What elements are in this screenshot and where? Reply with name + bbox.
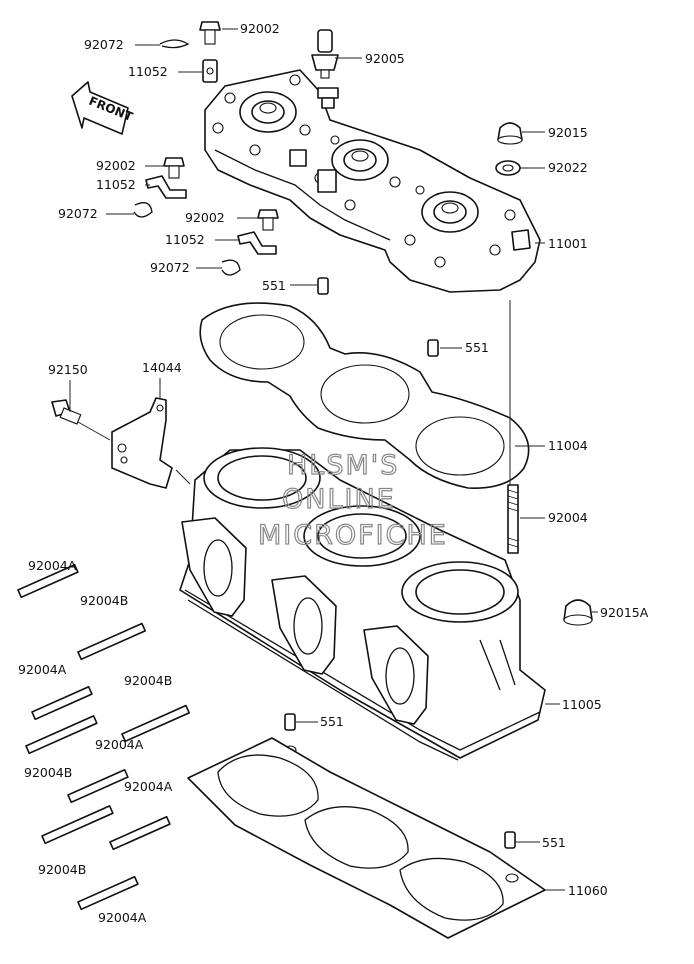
part-labels: 92072 92002 11052 92005 92015 92022 9200… <box>18 21 649 925</box>
label-92004A-4: 92004A <box>124 779 173 794</box>
studs <box>17 563 191 911</box>
label-92004A-2: 92004A <box>18 662 67 677</box>
label-14044: 14044 <box>142 360 182 375</box>
front-arrow-icon: FRONT <box>71 81 135 135</box>
clip-92072-mid <box>133 202 153 218</box>
label-11005: 11005 <box>562 697 602 712</box>
clip-92072-low <box>221 259 241 276</box>
label-92004B-3: 92004B <box>24 765 72 780</box>
label-92072-low: 92072 <box>150 260 190 275</box>
stud-92004B-1 <box>77 622 147 661</box>
stud-92004 <box>507 484 519 554</box>
stud-92004A-2 <box>31 685 93 721</box>
stud-92004A-1 <box>17 563 79 599</box>
clip-92072-top <box>159 39 190 49</box>
label-11052-low: 11052 <box>165 232 205 247</box>
dowel-551-gasket <box>504 831 516 849</box>
label-11052-top: 11052 <box>128 64 168 79</box>
stud-92004B-3 <box>25 715 98 755</box>
base-gasket <box>187 737 546 939</box>
clamp-11052-top <box>202 59 218 83</box>
stud-92004B-4 <box>41 805 114 845</box>
washer-92022 <box>495 160 521 176</box>
label-92022: 92022 <box>548 160 588 175</box>
label-551-gasket: 551 <box>542 835 566 850</box>
label-551-block: 551 <box>320 714 344 729</box>
clamp-11052-low <box>237 231 277 255</box>
label-92004B-1: 92004B <box>80 593 128 608</box>
fitting-92005 <box>311 29 339 79</box>
stud-92004A-3 <box>67 768 129 804</box>
stud-92004B-2 <box>121 704 191 743</box>
watermark-line-1: HLSM'S <box>287 450 399 481</box>
bolt-92150 <box>51 399 82 425</box>
stud-92004A-5 <box>77 875 139 911</box>
label-92004A-5: 92004A <box>98 910 147 925</box>
label-92002-low: 92002 <box>185 210 225 225</box>
head-gasket <box>199 302 530 489</box>
cylinder-head <box>204 69 541 293</box>
label-92072-mid: 92072 <box>58 206 98 221</box>
label-92004A-1: 92004A <box>28 558 77 573</box>
label-92004A-3: 92004A <box>95 737 144 752</box>
label-92004B-2: 92004B <box>124 673 172 688</box>
watermark-line-2: ONLINE <box>282 484 396 515</box>
label-92002-mid: 92002 <box>96 158 136 173</box>
label-551-mid: 551 <box>465 340 489 355</box>
head-bolt-92002-mid <box>163 157 185 179</box>
nut-92015A <box>563 599 593 626</box>
label-92150: 92150 <box>48 362 88 377</box>
dowel-551-upper <box>317 277 329 295</box>
dowel-551-mid <box>427 339 439 357</box>
stud-92004A-4 <box>109 815 171 851</box>
label-92072-top: 92072 <box>84 37 124 52</box>
label-92002-top: 92002 <box>240 21 280 36</box>
label-11001: 11001 <box>548 236 588 251</box>
label-551-upper: 551 <box>262 278 286 293</box>
label-92004B-4: 92004B <box>38 862 86 877</box>
watermark: HLSM'S ONLINE MICROFICHE <box>257 449 448 551</box>
label-92015: 92015 <box>548 125 588 140</box>
head-bolt-92002-low <box>257 209 279 231</box>
clamp-11052-mid <box>145 175 187 199</box>
head-bolt-92002-top <box>199 21 221 45</box>
label-11052-mid: 11052 <box>96 177 136 192</box>
label-92015A: 92015A <box>600 605 649 620</box>
nut-92015 <box>497 122 523 145</box>
label-11004: 11004 <box>548 438 588 453</box>
watermark-line-3: MICROFICHE <box>258 520 448 551</box>
label-92004: 92004 <box>548 510 588 525</box>
label-92005: 92005 <box>365 51 405 66</box>
leader-lines <box>69 28 598 891</box>
cylinder-block <box>179 447 546 761</box>
bracket-14044 <box>111 397 173 489</box>
label-11060: 11060 <box>568 883 608 898</box>
